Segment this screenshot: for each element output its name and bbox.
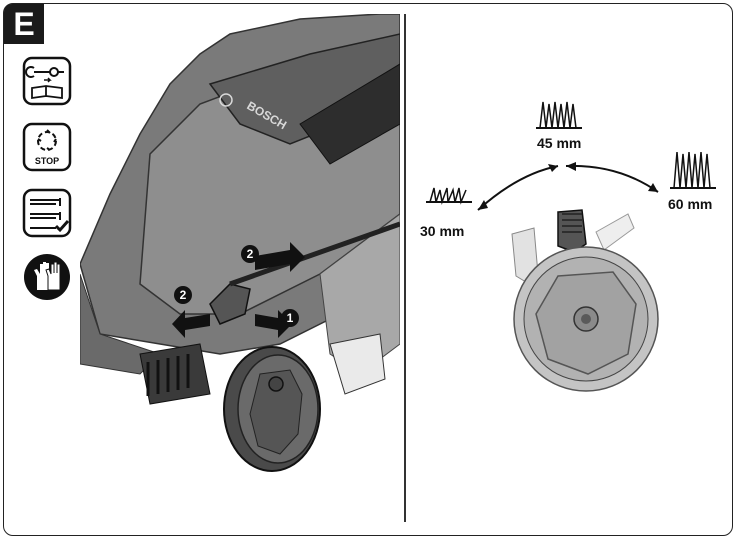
step-badge-1: 1 (281, 309, 299, 327)
height-label-45mm: 45 mm (537, 135, 582, 151)
blade-stop-icon: STOP (22, 122, 72, 172)
step-badge-2-lower: 2 (174, 286, 192, 304)
gloves-icon (22, 252, 72, 302)
step-badge-2-upper: 2 (241, 245, 259, 263)
grass-45mm-icon (536, 101, 582, 129)
height-lever (209, 283, 251, 325)
arrow-45-60 (565, 164, 659, 193)
arrow-30-45 (477, 165, 559, 211)
arrow-step-2-left (172, 310, 210, 338)
grass-30mm-icon (426, 187, 472, 205)
svg-text:2: 2 (247, 247, 254, 261)
mower-illustration: BOSCH 2 2 1 (80, 14, 400, 472)
height-label-60mm: 60 mm (668, 196, 713, 212)
lever-position-mid (557, 209, 587, 253)
unplug-read-manual-icon (22, 56, 72, 106)
section-letter: E (4, 4, 44, 44)
page-frame (3, 3, 733, 536)
height-label-30mm: 30 mm (420, 223, 465, 239)
svg-text:2: 2 (180, 288, 187, 302)
lever-position-high (595, 213, 635, 251)
height-diagram (426, 101, 716, 392)
stop-label: STOP (35, 156, 59, 166)
svg-text:1: 1 (287, 311, 294, 325)
grass-60mm-icon (670, 151, 716, 189)
panel-divider (404, 14, 406, 522)
height-adjust-check-icon (22, 188, 72, 238)
arrow-step-2-up (255, 242, 305, 272)
